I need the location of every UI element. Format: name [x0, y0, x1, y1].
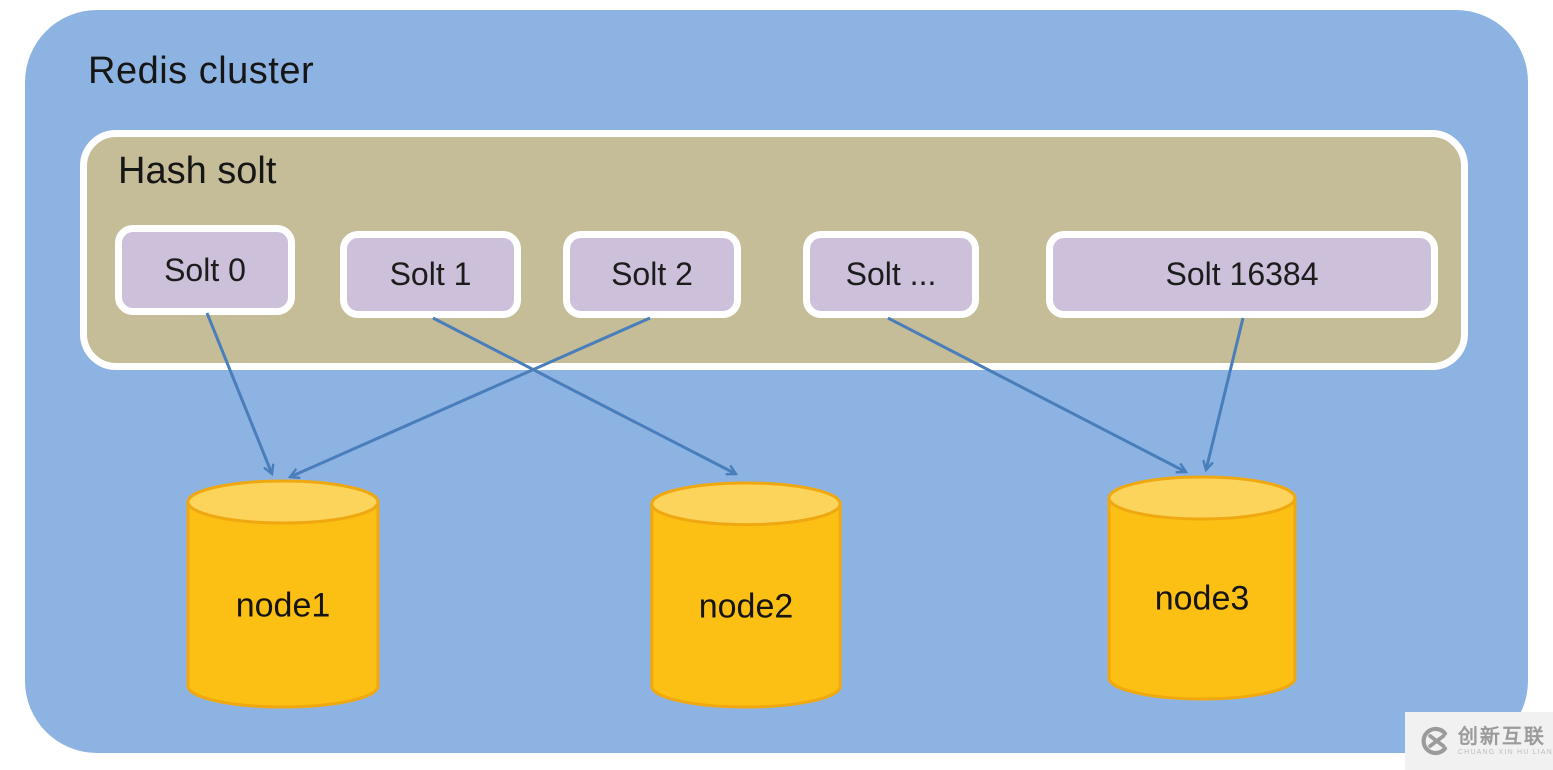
slot-box-solt-16384: Solt 16384 [1046, 231, 1438, 318]
slot-label: Solt 2 [611, 256, 693, 292]
node2-label: node2 [698, 587, 794, 625]
chuangxin-hulian-logo-icon [1421, 726, 1448, 756]
node1-label: node1 [235, 586, 331, 625]
watermark-latin-text: CHUANG XIN HU LIAN [1457, 748, 1553, 756]
database-cylinder-icon [186, 479, 380, 709]
database-cylinder-icon [1107, 475, 1297, 701]
node3-label: node3 [1154, 579, 1250, 618]
hash-slot-title: Hash solt [118, 150, 277, 192]
slot-box-solt-etc: Solt ... [803, 231, 979, 318]
watermark-badge: 创新互联 CHUANG XIN HU LIAN [1405, 712, 1553, 770]
node2-cylinder: node2 [648, 480, 844, 710]
slot-label: Solt 0 [164, 251, 246, 288]
slot-box-solt-0: Solt 0 [115, 225, 295, 315]
watermark-brand-text: 创新互联 [1457, 725, 1546, 748]
node1-cylinder: node1 [185, 478, 381, 710]
diagram-title: Redis cluster [88, 50, 315, 92]
node3-cylinder: node3 [1106, 474, 1298, 702]
slot-label: Solt ... [845, 256, 937, 292]
database-cylinder-icon [650, 481, 842, 709]
slot-label: Solt 1 [389, 256, 472, 292]
slot-label: Solt 16384 [1165, 256, 1319, 292]
slot-box-solt-1: Solt 1 [340, 231, 521, 318]
slot-box-solt-2: Solt 2 [563, 231, 741, 318]
